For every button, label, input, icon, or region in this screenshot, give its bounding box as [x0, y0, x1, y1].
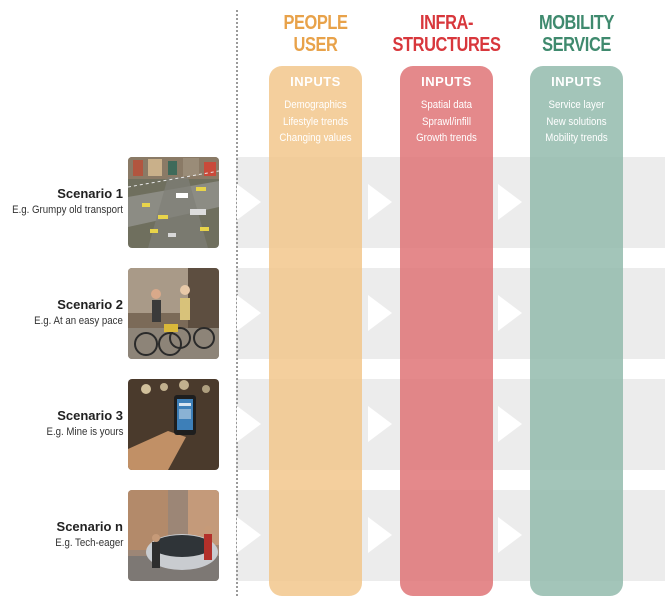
flow-arrow-icon: [368, 517, 392, 553]
scenario-subtitle: E.g. At an easy pace: [34, 315, 123, 327]
busy-intersection-photo: [128, 157, 219, 248]
flow-arrow-icon: [368, 184, 392, 220]
input-item: Demographics: [284, 99, 347, 111]
cyclists-photo: [128, 268, 219, 359]
scenario-title: Scenario 1: [57, 186, 123, 201]
header-line: MOBILITY: [538, 12, 615, 34]
autonomous-pod-photo: [128, 490, 219, 581]
hand-holding-phone-photo: [128, 379, 219, 470]
input-item: Growth trends: [416, 132, 477, 144]
scenario-subtitle: E.g. Tech-eager: [54, 537, 123, 549]
infrastructures-header: INFRA- STRUCTURES: [390, 12, 502, 56]
input-item: Changing values: [279, 132, 352, 144]
flow-arrow-icon: [368, 295, 392, 331]
mobility-service-header: MOBILITY SERVICE: [525, 12, 628, 56]
header-line: SERVICE: [542, 34, 611, 56]
header-line: PEOPLE: [283, 12, 348, 34]
header-line: USER: [293, 34, 338, 56]
inputs-title: INPUTS: [290, 74, 341, 89]
flow-arrow-icon: [237, 184, 261, 220]
flow-arrow-icon: [498, 184, 522, 220]
people-user-header: PEOPLE USER: [264, 12, 367, 56]
input-item: Sprawl/infill: [422, 115, 471, 128]
flow-arrow-icon: [237, 295, 261, 331]
flow-arrow-icon: [498, 295, 522, 331]
inputs-list: Demographics Lifestyle trends Changing v…: [262, 97, 369, 147]
flow-arrow-icon: [237, 517, 261, 553]
header-line: INFRA-: [419, 12, 474, 34]
people-user-column: [269, 66, 362, 596]
input-item: Mobility trends: [545, 132, 608, 144]
input-item: New solutions: [546, 115, 607, 128]
header-line: STRUCTURES: [392, 34, 501, 56]
infrastructures-column: [400, 66, 493, 596]
inputs-title: INPUTS: [551, 74, 602, 89]
flow-arrow-icon: [498, 406, 522, 442]
scenario-title: Scenario 2: [57, 297, 123, 312]
input-item: Spatial data: [420, 99, 473, 111]
mobility-service-column: [530, 66, 623, 596]
flow-arrow-icon: [237, 406, 261, 442]
input-item: Lifestyle trends: [282, 115, 349, 128]
scenario-title: Scenario 3: [57, 408, 123, 423]
input-item: Service layer: [548, 99, 605, 111]
scenario-title: Scenario n: [56, 519, 123, 534]
flow-arrow-icon: [498, 517, 522, 553]
inputs-list: Service layer New solutions Mobility tre…: [523, 97, 630, 147]
inputs-list: Spatial data Sprawl/infill Growth trends: [393, 97, 500, 147]
flow-arrow-icon: [368, 406, 392, 442]
scenario-subtitle: E.g. Mine is yours: [46, 426, 123, 438]
scenario-subtitle: E.g. Grumpy old transport: [12, 204, 123, 216]
inputs-title: INPUTS: [421, 74, 472, 89]
